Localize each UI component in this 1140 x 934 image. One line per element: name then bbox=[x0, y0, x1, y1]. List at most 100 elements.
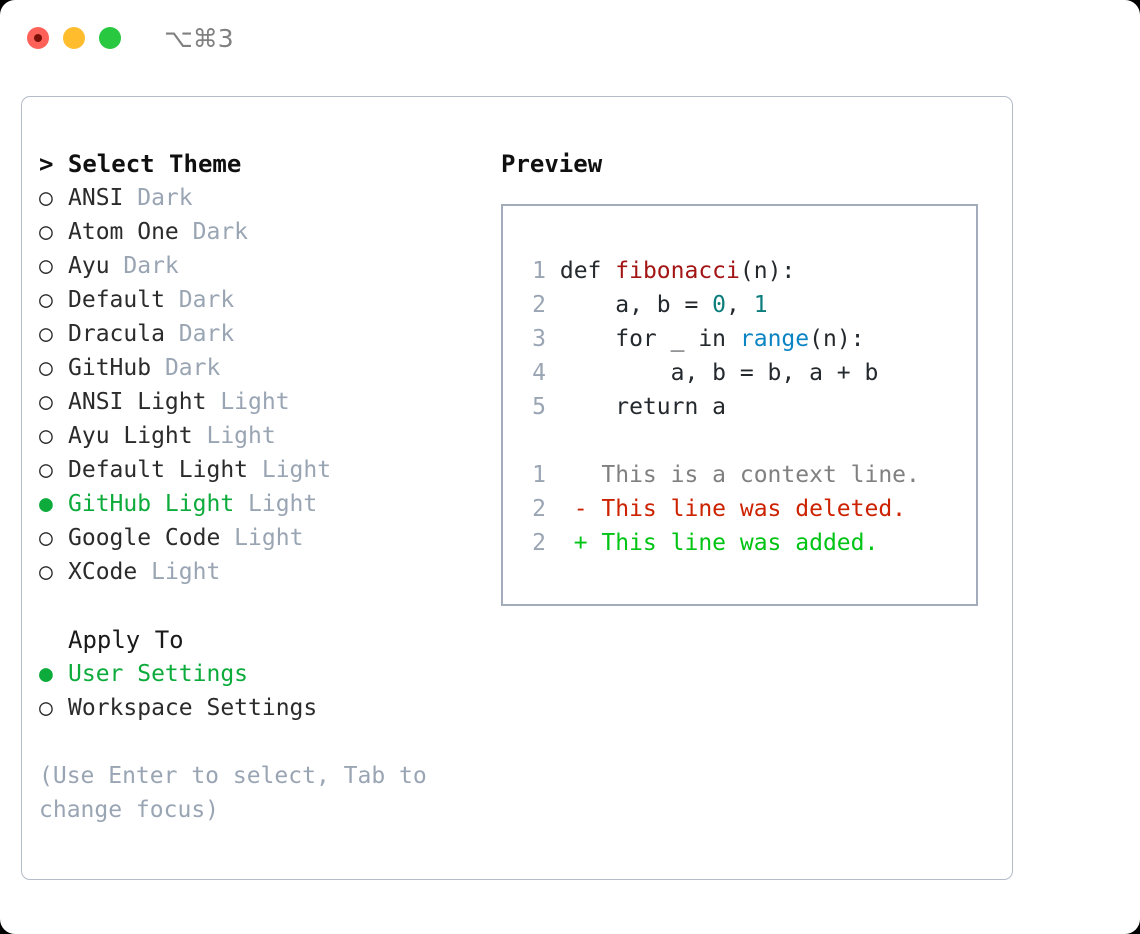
maximize-button[interactable] bbox=[99, 27, 121, 49]
code-token-plain: for _ in bbox=[546, 326, 740, 352]
theme-option-kind: Dark bbox=[164, 287, 235, 313]
code-line: 5 return a bbox=[520, 390, 920, 424]
theme-option-ansi-light[interactable]: ○ ANSI Light Light bbox=[39, 385, 479, 419]
theme-selector-panel: > Select Theme ○ANSI Dark○Atom One Dark○… bbox=[21, 96, 1013, 880]
list-spacer bbox=[39, 589, 479, 623]
theme-option-label: Default bbox=[68, 287, 165, 313]
code-token-add: + This line was added. bbox=[546, 530, 879, 556]
theme-option-ansi[interactable]: ○ ANSI Dark bbox=[39, 181, 479, 215]
theme-option-label: GitHub bbox=[68, 355, 152, 381]
preview-column: Preview 1 def fibonacci(n): 2 a, b = 0, 1… bbox=[501, 147, 1001, 606]
theme-list-column: > Select Theme ○ANSI Dark○Atom One Dark○… bbox=[39, 147, 479, 827]
close-button[interactable] bbox=[27, 27, 49, 49]
theme-option-label: Google Code bbox=[68, 525, 221, 551]
theme-option-github[interactable]: ○ GitHub Dark bbox=[39, 351, 479, 385]
theme-option-atom-one[interactable]: ○ Atom One Dark bbox=[39, 215, 479, 249]
line-number: 3 bbox=[532, 326, 546, 352]
code-token-num: 1 bbox=[753, 292, 768, 318]
theme-option-kind: Light bbox=[220, 525, 304, 551]
keyboard-hint-text: (Use Enter to select, Tab to change focu… bbox=[39, 763, 427, 823]
code-preview: 1 def fibonacci(n): 2 a, b = 0, 1 3 for _ … bbox=[520, 254, 920, 560]
code-line: 2 - This line was deleted. bbox=[520, 492, 920, 526]
theme-option-ayu-light[interactable]: ○ Ayu Light Light bbox=[39, 419, 479, 453]
apply-to-list[interactable]: ● User Settings ○ Workspace Settings bbox=[39, 657, 479, 725]
code-token-ctx: This is a context line. bbox=[546, 462, 920, 488]
window-controls bbox=[27, 27, 121, 49]
code-line: 3 for _ in range(n): bbox=[520, 322, 920, 356]
select-theme-heading: > Select Theme bbox=[39, 150, 242, 178]
radio-unselected-icon: ○ bbox=[39, 389, 53, 415]
theme-option-kind: Dark bbox=[151, 355, 221, 381]
code-token-del: - This line was deleted. bbox=[546, 496, 907, 522]
code-token-plain: def bbox=[546, 258, 616, 284]
radio-unselected-icon: ○ bbox=[39, 559, 53, 585]
code-token-plain: , bbox=[726, 292, 754, 318]
theme-option-label: Ayu Light bbox=[68, 423, 193, 449]
theme-option-kind: Dark bbox=[109, 253, 179, 279]
radio-selected-icon: ● bbox=[39, 661, 53, 687]
theme-option-label: Default Light bbox=[68, 457, 249, 483]
code-token-plain: a, b = bbox=[546, 292, 713, 318]
line-number: 1 bbox=[532, 462, 546, 488]
apply-to-option-workspace-settings[interactable]: ○ Workspace Settings bbox=[39, 691, 479, 725]
code-line: 1 This is a context line. bbox=[520, 458, 920, 492]
apply-to-option-label: Workspace Settings bbox=[68, 695, 318, 721]
theme-option-default[interactable]: ○ Default Dark bbox=[39, 283, 479, 317]
theme-option-label: ANSI Light bbox=[68, 389, 207, 415]
theme-option-kind: Light bbox=[192, 423, 276, 449]
minimize-button[interactable] bbox=[63, 27, 85, 49]
code-token-call: range bbox=[739, 326, 810, 352]
line-number: 2 bbox=[532, 292, 546, 318]
radio-unselected-icon: ○ bbox=[39, 253, 53, 279]
radio-unselected-icon: ○ bbox=[39, 695, 53, 721]
theme-option-github-light[interactable]: ●GitHub Light Light bbox=[39, 487, 479, 521]
apply-to-heading: Apply To bbox=[68, 626, 184, 654]
apply-to-option-label: User Settings bbox=[68, 661, 249, 687]
keyboard-shortcut-label: ⌥⌘3 bbox=[164, 23, 234, 53]
radio-unselected-icon: ○ bbox=[39, 219, 53, 245]
theme-option-dracula[interactable]: ○ Dracula Dark bbox=[39, 317, 479, 351]
theme-option-xcode[interactable]: ○XCode Light bbox=[39, 555, 479, 589]
theme-option-ayu[interactable]: ○ Ayu Dark bbox=[39, 249, 479, 283]
line-number: 5 bbox=[532, 394, 546, 420]
line-number: 4 bbox=[532, 360, 546, 386]
code-token-plain: (n): bbox=[739, 258, 796, 284]
radio-unselected-icon: ○ bbox=[39, 321, 53, 347]
code-token-num: 0 bbox=[712, 292, 727, 318]
radio-unselected-icon: ○ bbox=[39, 525, 53, 551]
preview-box: 1 def fibonacci(n): 2 a, b = 0, 1 3 for _ … bbox=[501, 204, 978, 606]
radio-unselected-icon: ○ bbox=[39, 457, 53, 483]
theme-option-google-code[interactable]: ○ Google Code Light bbox=[39, 521, 479, 555]
radio-unselected-icon: ○ bbox=[39, 287, 53, 313]
theme-option-label: ANSI bbox=[68, 185, 124, 211]
theme-option-label: Ayu bbox=[68, 253, 110, 279]
code-token-plain: return a bbox=[546, 394, 727, 420]
code-line bbox=[520, 424, 920, 458]
code-token-fn: fibonacci bbox=[615, 258, 740, 284]
radio-unselected-icon: ○ bbox=[39, 423, 53, 449]
apply-to-option-user-settings[interactable]: ● User Settings bbox=[39, 657, 479, 691]
code-line: 2 + This line was added. bbox=[520, 526, 920, 560]
code-token-plain: a, b = b, a + b bbox=[546, 360, 879, 386]
theme-option-kind: Light bbox=[206, 389, 290, 415]
theme-option-label: GitHub Light bbox=[68, 491, 235, 517]
theme-option-default-light[interactable]: ○ Default Light Light bbox=[39, 453, 479, 487]
theme-option-kind: Dark bbox=[123, 185, 193, 211]
code-line: 1 def fibonacci(n): bbox=[520, 254, 920, 288]
theme-option-kind: Light bbox=[234, 491, 318, 517]
theme-option-kind: Dark bbox=[164, 321, 235, 347]
line-number: 2 bbox=[532, 530, 546, 556]
radio-unselected-icon: ○ bbox=[39, 185, 53, 211]
radio-unselected-icon: ○ bbox=[39, 355, 53, 381]
theme-list[interactable]: ○ ANSI Dark ○ Atom One Dark ○ Ayu Dark ○ Defaul… bbox=[39, 181, 479, 589]
preview-heading: Preview bbox=[501, 150, 603, 178]
theme-option-kind: Dark bbox=[178, 219, 249, 245]
theme-option-kind: Light bbox=[137, 559, 221, 585]
title-bar: ⌥⌘3 bbox=[0, 0, 1140, 76]
theme-option-label: Atom One bbox=[68, 219, 179, 245]
line-number: 2 bbox=[532, 496, 546, 522]
theme-option-kind: Light bbox=[248, 457, 332, 483]
theme-option-label: Dracula bbox=[68, 321, 165, 347]
line-number: 1 bbox=[532, 258, 546, 284]
